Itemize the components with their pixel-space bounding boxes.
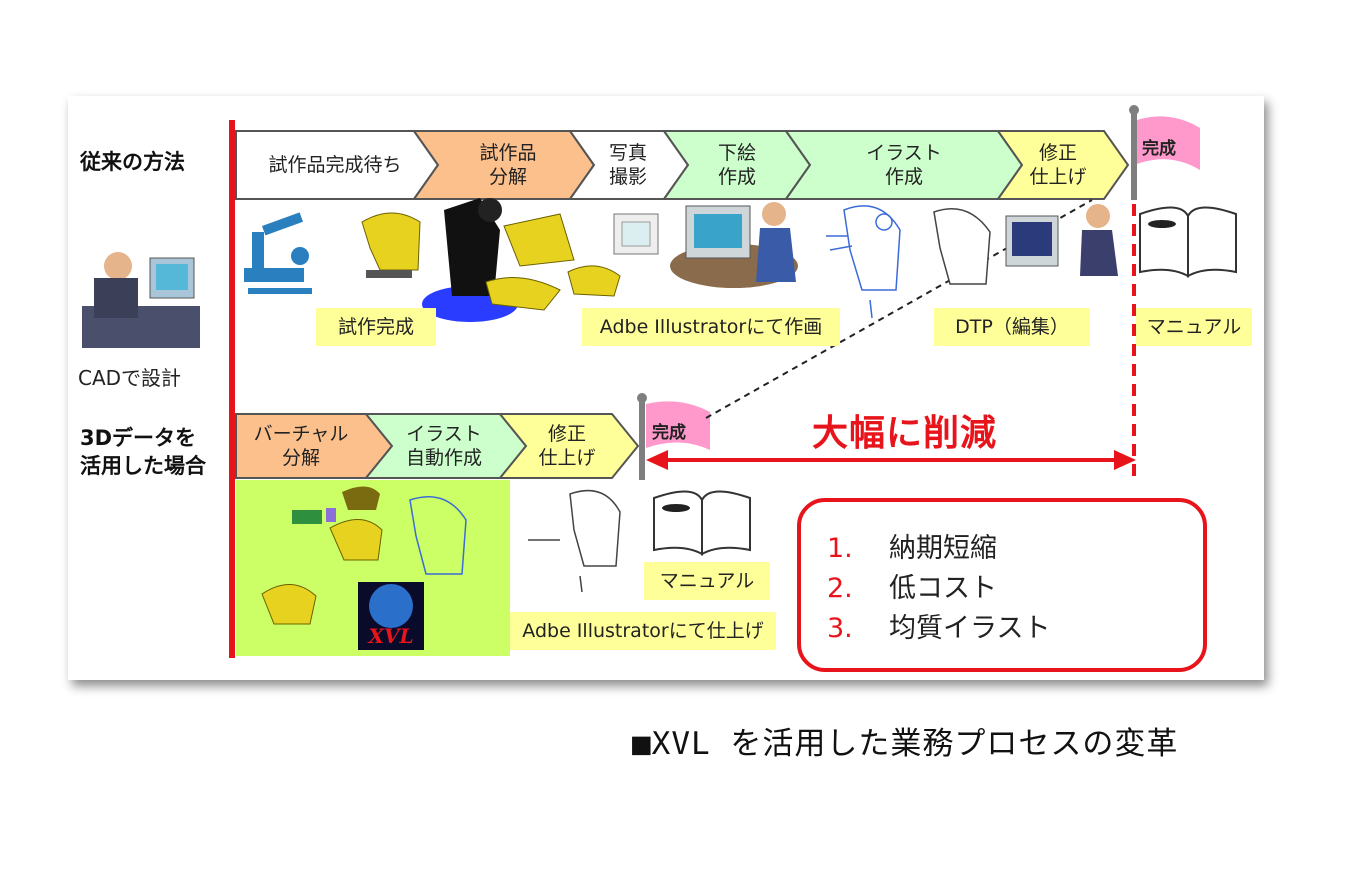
step-text-waiting: 試作品完成待ち [268, 154, 402, 176]
step-text-disassembly: 試作品 分解 [479, 142, 537, 188]
traditional-chevrons [235, 130, 1130, 200]
xvl-row-label-line2: 活用した場合 [80, 454, 206, 478]
traditional-row-label: 従来の方法 [80, 150, 185, 174]
virtual-parts-image [261, 486, 467, 625]
benefit-number: 1. [827, 533, 853, 564]
label-manual-bottom: マニュアル [644, 562, 770, 600]
cad-label: CADで設計 [78, 366, 182, 390]
shortcut-dashed-line [705, 199, 1093, 419]
step-text-auto-illustration: イラスト 自動作成 [405, 423, 482, 469]
xvl-finish-illustration [528, 489, 621, 593]
benefit-item-3: 3. 均質イラスト [827, 606, 1050, 645]
manual-book-top-icon [1139, 206, 1237, 278]
step-text-photo: 写真 撮影 [608, 142, 647, 188]
photo-icon [613, 213, 659, 255]
cad-operator-image [82, 252, 200, 348]
label-manual-top: マニュアル [1136, 308, 1252, 346]
figure-caption: ■XVL を活用した業務プロセスの変革 [632, 726, 1179, 762]
flag-bottom [646, 401, 710, 450]
label-dtp: DTP（編集） [934, 308, 1090, 346]
step-text-sketch: 下絵 作成 [717, 142, 756, 188]
xvl-chevrons [235, 413, 640, 479]
benefits-box: 1. 納期短縮 2. 低コスト 3. 均質イラスト [797, 498, 1207, 672]
benefit-text: 低コスト [889, 573, 997, 604]
step-xvl-finish [497, 413, 640, 479]
reduction-label: 大幅に削減 [812, 413, 998, 454]
benefit-item-1: 1. 納期短縮 [827, 526, 997, 565]
benefit-number: 3. [827, 613, 853, 644]
step-text-finish: 修正 仕上げ [1029, 142, 1087, 188]
benefit-text: 納期短縮 [889, 533, 997, 564]
flag-top-label: 完成 [1142, 139, 1176, 159]
xvl-row-label-line1: 3Dデータを [80, 426, 197, 450]
benefit-number: 2. [827, 573, 853, 604]
sketch-artist-image [670, 202, 798, 288]
manual-book-bottom-icon [653, 490, 751, 556]
flag-bottom-label: 完成 [652, 423, 686, 443]
label-prototype-done: 試作完成 [316, 308, 436, 346]
xvl-logo [358, 582, 424, 650]
label-illustrator-draw: Adbe Illustratorにて作画 [582, 308, 840, 346]
step-finish [996, 130, 1130, 200]
dtp-operator-image [933, 204, 1118, 285]
step-text-xvl-finish: 修正 仕上げ [538, 423, 596, 469]
xvl-logo-text: XVL [368, 624, 414, 648]
jigsaw-image [361, 212, 421, 278]
flag-top [1137, 116, 1200, 170]
step-text-virtual-disassembly: バーチャル 分解 [253, 423, 349, 469]
robot-arm-image [244, 212, 312, 294]
disassembly-image [422, 198, 621, 322]
step-text-illustration: イラスト 作成 [866, 142, 942, 188]
line-illustration-image [826, 205, 901, 319]
benefit-item-2: 2. 低コスト [827, 566, 997, 605]
benefit-text: 均質イラスト [889, 613, 1051, 644]
label-illustrator-finish: Adbe Illustratorにて仕上げ [510, 612, 776, 650]
